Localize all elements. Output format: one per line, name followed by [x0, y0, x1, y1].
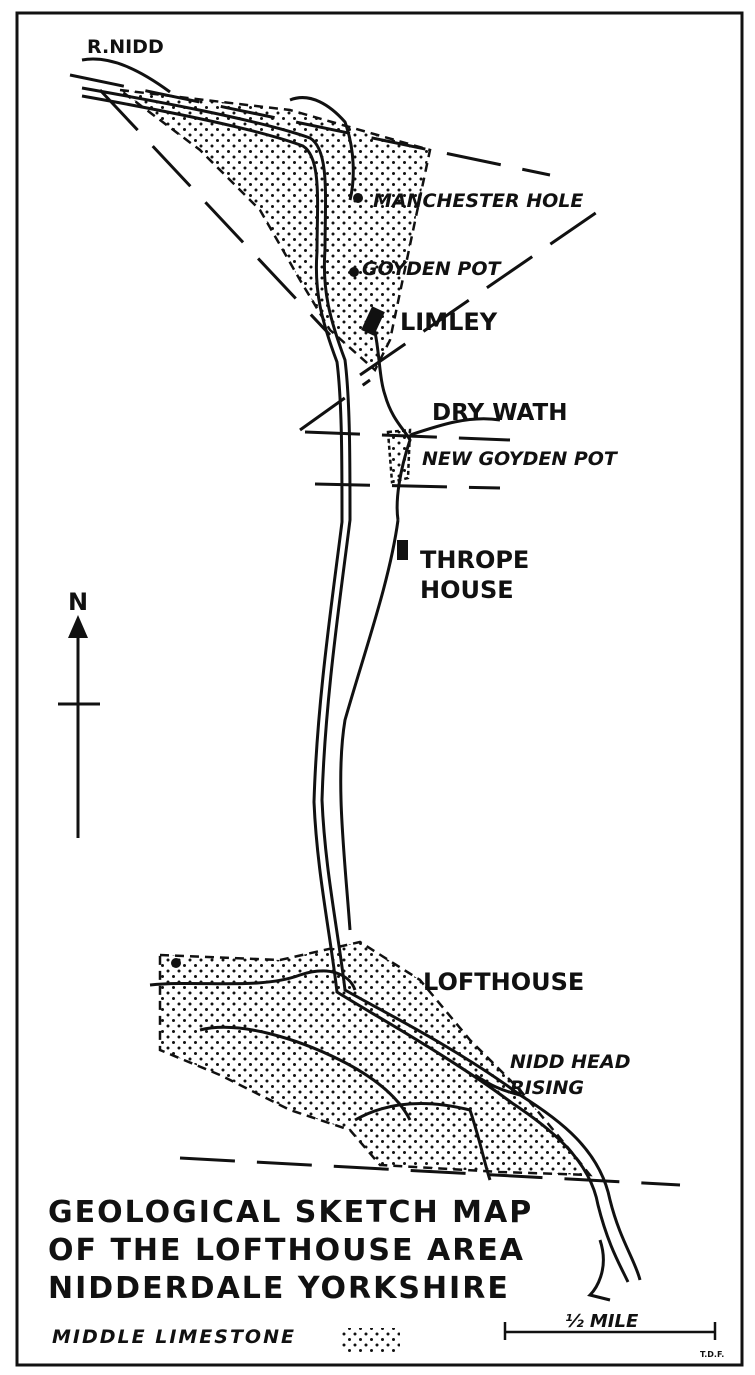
label-limley: LIMLEY: [400, 308, 498, 336]
label-goyden-pot: GOYDEN POT: [362, 258, 502, 280]
title-line-1: GEOLOGICAL SKETCH MAP: [48, 1195, 533, 1230]
river-nidd-outflow: [587, 1239, 611, 1302]
label-lofthouse: LOFTHOUSE: [423, 968, 584, 996]
river-nidd-east-bank: [81, 94, 630, 1283]
sites: [171, 193, 408, 968]
legend-label: MIDDLE LIMESTONE: [52, 1326, 296, 1348]
label-manchester-hole: MANCHESTER HOLE: [373, 190, 583, 212]
fault-north: [69, 73, 551, 177]
label-new-goyden-pot: NEW GOYDEN POT: [422, 448, 619, 470]
limley-building: [361, 306, 385, 336]
fault-south: [179, 1156, 681, 1187]
scale-label: ½ MILE: [565, 1311, 639, 1332]
river-nidd: [81, 57, 642, 1302]
river-nidd-west-bank: [81, 86, 642, 1281]
tributary-west: [149, 969, 357, 991]
dry-wath-stream: [409, 417, 501, 437]
label-rising: RISING: [510, 1077, 584, 1099]
thrope-house-building: [397, 540, 408, 560]
limestone-area-new-goyden: [386, 428, 412, 484]
limestone-areas: [115, 88, 593, 1177]
title-line-3: NIDDERDALE YORKSHIRE: [48, 1271, 510, 1306]
fault-diag-east: [359, 208, 601, 377]
lofthouse-well-marker: [171, 958, 181, 968]
limestone-area-lofthouse: [158, 940, 593, 1177]
river-east-valley: [339, 519, 400, 931]
scale-bar: [503, 1322, 717, 1340]
tributary-nidd-head: [474, 1073, 521, 1097]
label-thrope: THROPE: [420, 546, 529, 574]
credit: T.D.F.: [700, 1350, 724, 1359]
map-frame: [15, 11, 744, 1367]
fault-mid: [314, 482, 501, 490]
label-house: HOUSE: [420, 576, 514, 604]
fault-new-goyden: [299, 378, 371, 432]
legend-swatch: [340, 1328, 400, 1352]
label-dry-wath: DRY WATH: [432, 400, 568, 426]
tributary-southwest: [199, 1025, 412, 1121]
manchester-hole-marker: [353, 193, 363, 203]
river-nidd-limley-channel: [368, 314, 412, 521]
fault-diag-west: [98, 88, 332, 337]
river-nidd-upper-meander: [81, 57, 355, 201]
label-river-nidd: R.NIDD: [87, 36, 164, 58]
north-label: N: [68, 588, 88, 616]
title-line-2: OF THE LOFTHOUSE AREA: [48, 1233, 525, 1268]
north-arrow: [58, 615, 100, 838]
goyden-pot-marker: [349, 267, 359, 277]
label-nidd-head: NIDD HEAD: [510, 1051, 631, 1073]
tributary-south: [354, 1101, 492, 1181]
limestone-area-north: [115, 88, 432, 373]
